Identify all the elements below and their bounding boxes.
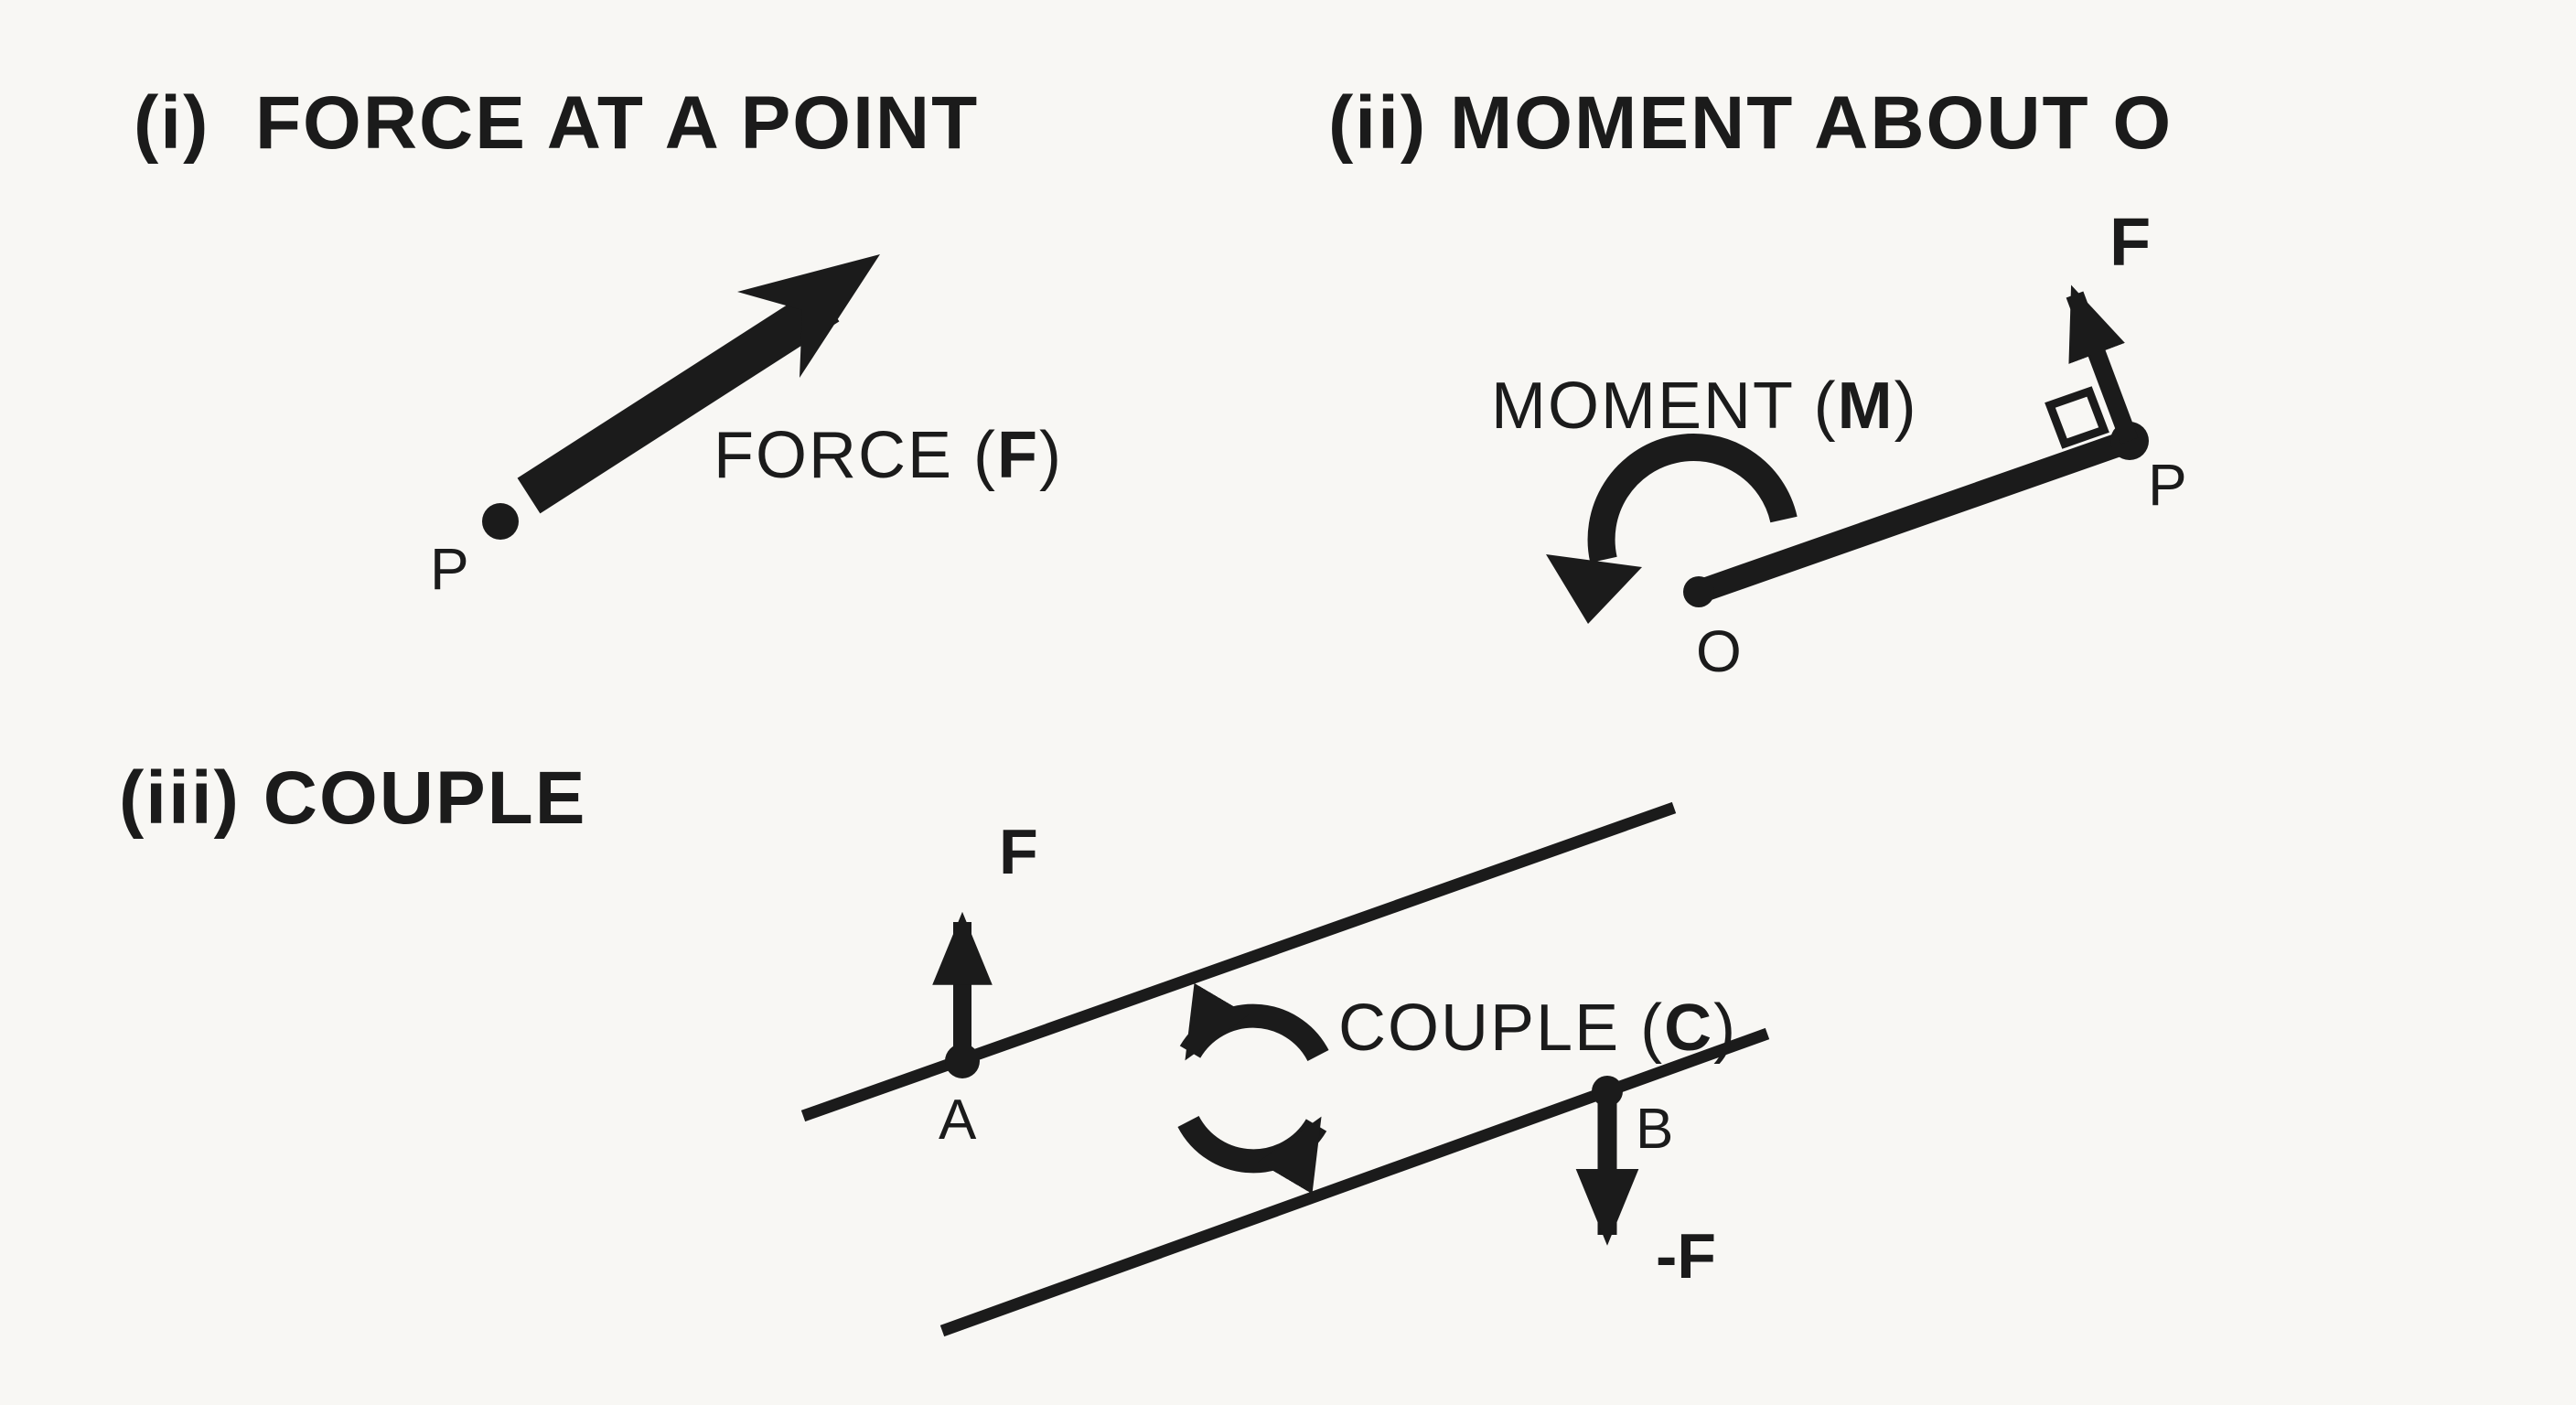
section-iii-title: (iii) COUPLE [119, 756, 587, 840]
origin-o-label: O [1696, 618, 1742, 684]
couple-rotation-top-arc-icon [1179, 982, 1329, 1062]
point-p-dot [482, 503, 519, 540]
force-arrowhead-icon [737, 254, 880, 378]
couple-line-lower [939, 1027, 1770, 1337]
moment-force-arrow [2066, 284, 2139, 445]
couple-rotation-bottom-arc-icon [1177, 1115, 1327, 1195]
point-p-label: P [430, 536, 469, 602]
section-i-title: (i) FORCE AT A POINT [134, 81, 980, 165]
right-angle-marker [2045, 386, 2109, 449]
point-a-label: A [939, 1089, 977, 1152]
origin-o-dot [1683, 576, 1714, 607]
moment-force-symbol: F [2109, 204, 2152, 280]
force-f-label: FORCE (F) [714, 419, 1063, 492]
moment-arm-op-bar [1687, 429, 2141, 604]
section-ii-title: (ii) MOMENT ABOUT O [1328, 81, 2174, 165]
couple-force-down-symbol: -F [1656, 1220, 1717, 1292]
point-b-label: B [1636, 1098, 1674, 1161]
moment-arc-arrowhead-icon [1546, 554, 1642, 624]
couple-c-label: COUPLE (C) [1338, 992, 1738, 1065]
moment-point-p-label: P [2148, 452, 2187, 518]
force-arrow-shaft [517, 285, 840, 514]
couple-force-up-symbol: F [999, 816, 1038, 887]
couple-line-upper [800, 801, 1677, 1122]
moment-m-label: MOMENT (M) [1491, 370, 1918, 443]
moment-arc-arrow [1587, 434, 1798, 563]
